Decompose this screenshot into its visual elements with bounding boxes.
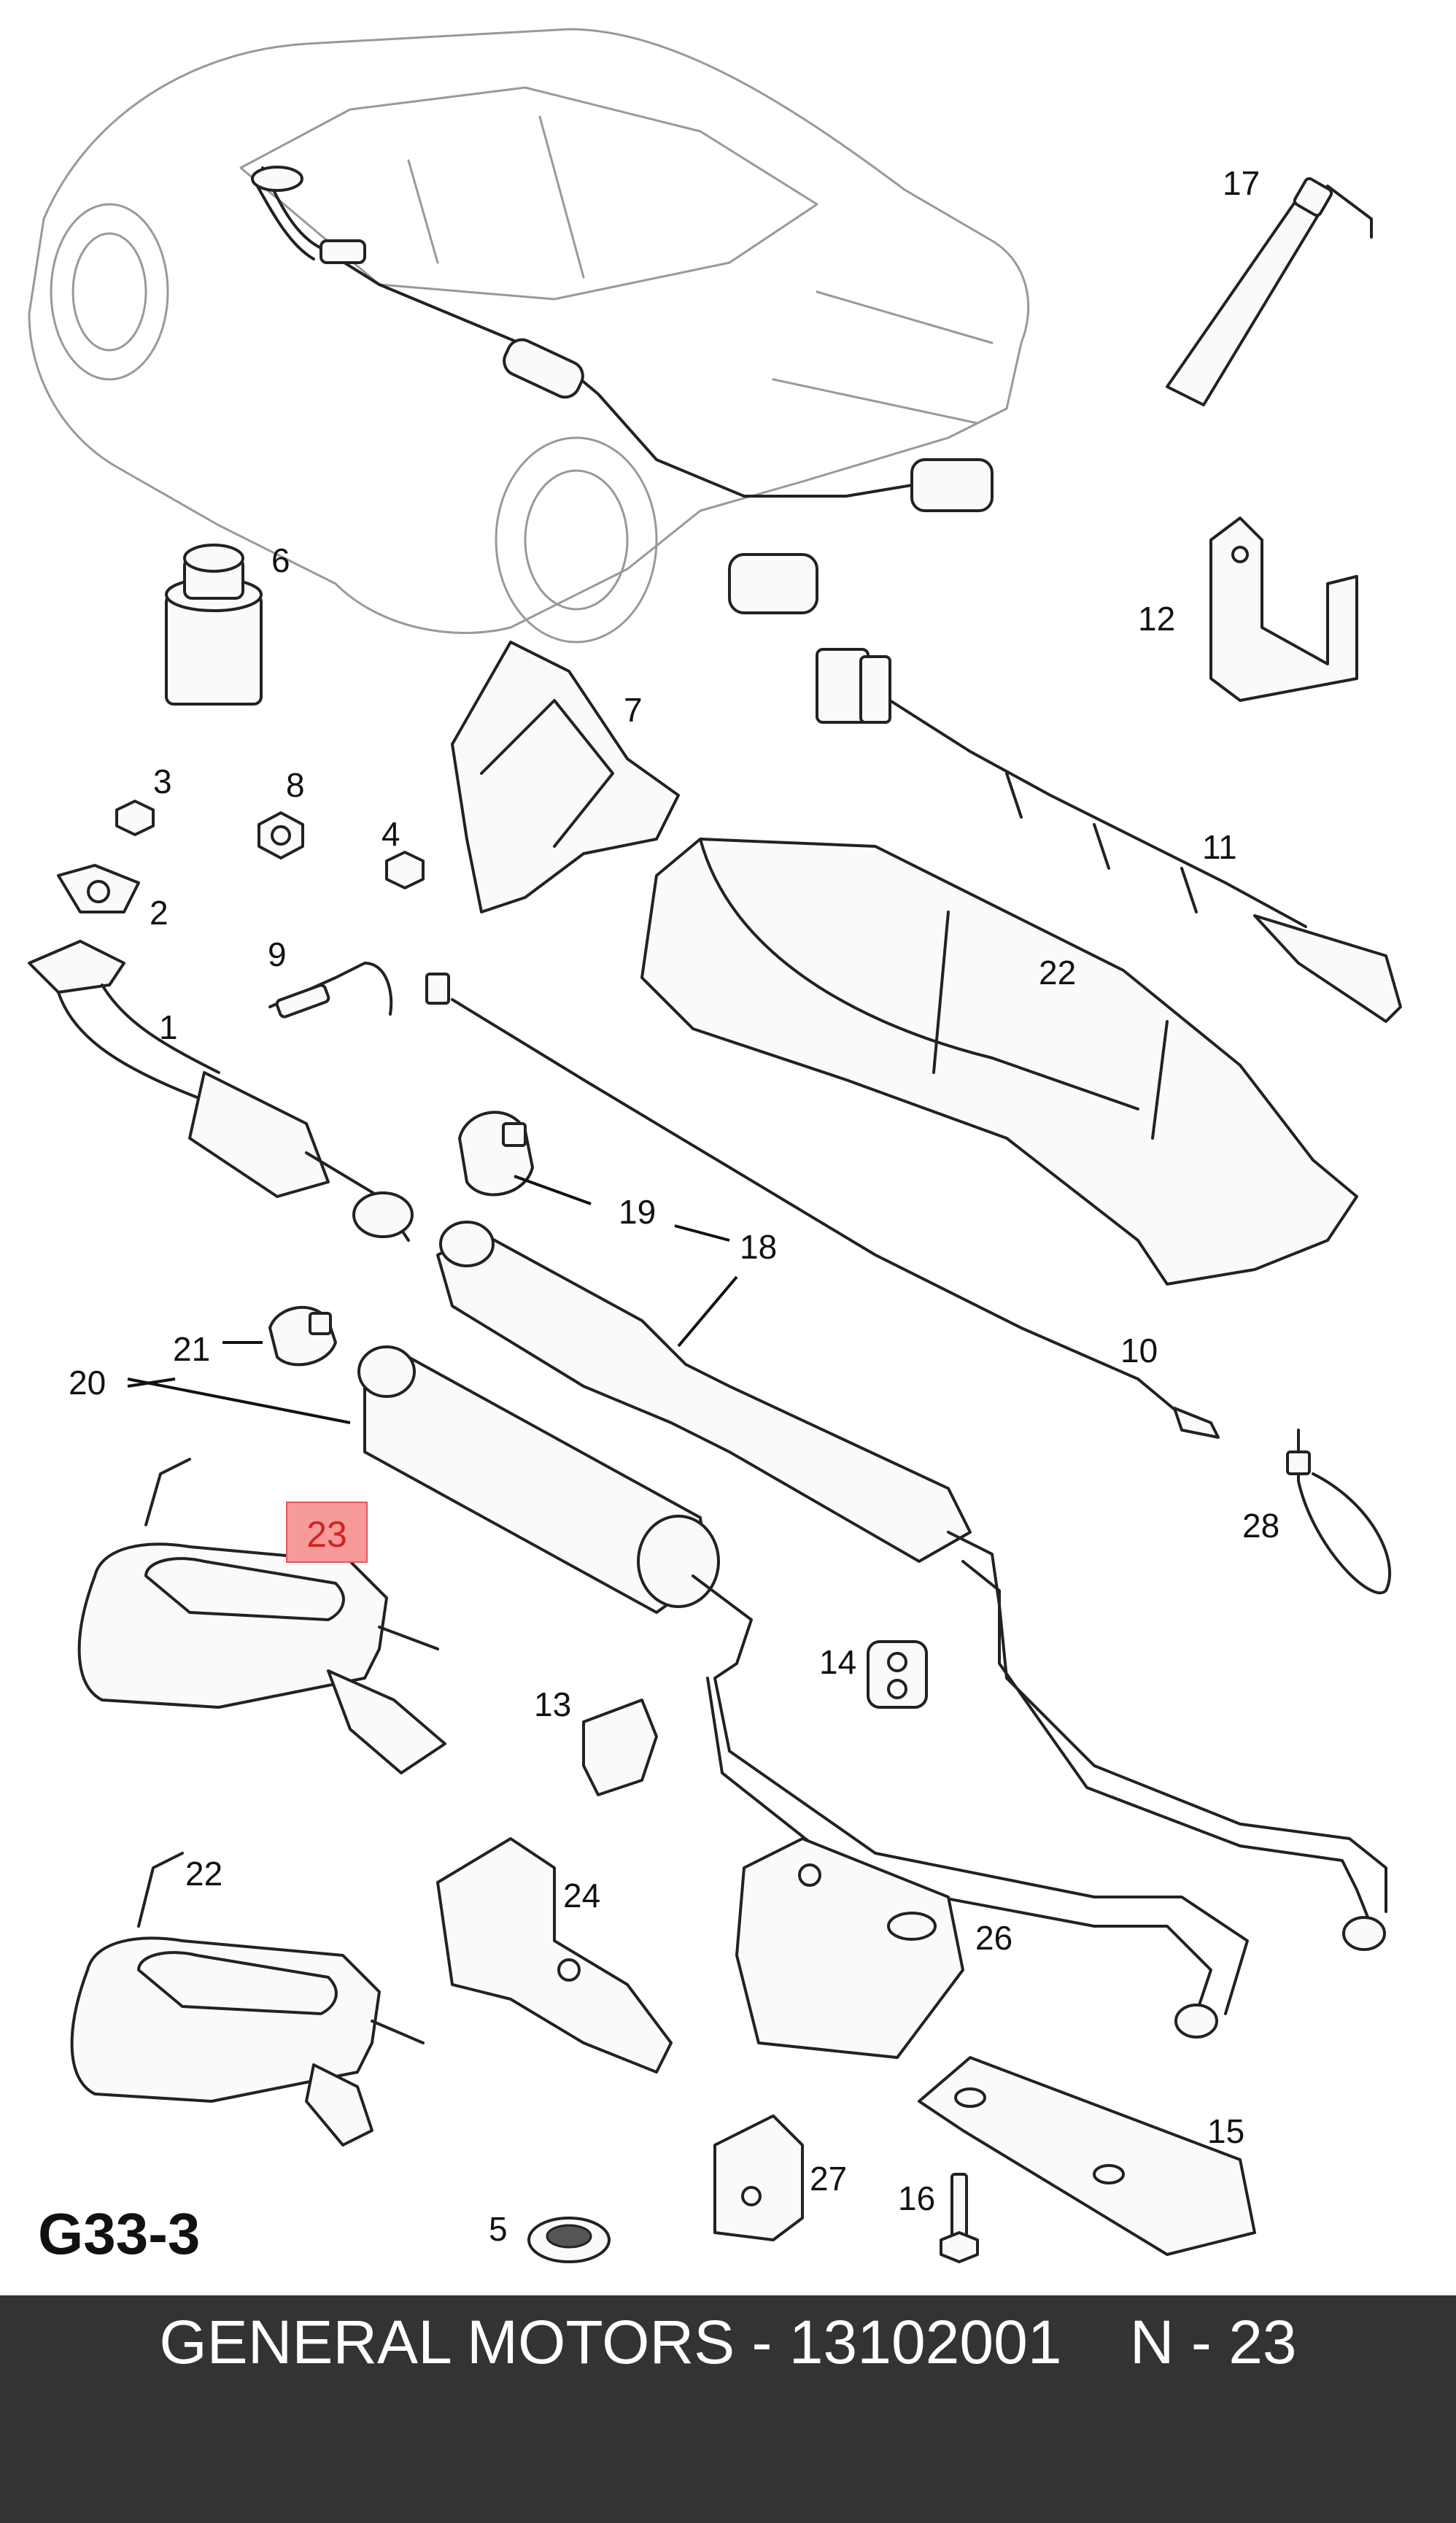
part-label-5: 5 bbox=[489, 2210, 508, 2248]
leader-lines bbox=[127, 1175, 738, 1424]
part-label-11: 11 bbox=[1202, 828, 1237, 866]
exhaust-system-diagram bbox=[28, 28, 1402, 2263]
part-label-17: 17 bbox=[1223, 164, 1261, 202]
part-label-2: 2 bbox=[150, 894, 169, 932]
part-27-clip bbox=[713, 2114, 804, 2241]
part-16-bolt bbox=[940, 2173, 979, 2263]
part-11-sensor-harness bbox=[816, 648, 1402, 1023]
part-label-27: 27 bbox=[810, 2160, 848, 2198]
footer-text: GENERAL MOTORS - 13102001 N - 23 bbox=[159, 2308, 1297, 2376]
part-label-21: 21 bbox=[173, 1330, 211, 1368]
highlighted-part-number: 23 bbox=[306, 1514, 347, 1555]
part-25-bracket bbox=[436, 1837, 673, 2074]
part-5-flange-nut bbox=[527, 2217, 611, 2263]
highlighted-part-label: 23 bbox=[286, 1502, 368, 1563]
part-13-clip bbox=[582, 1699, 658, 1796]
part-24-tunnel-heat-shield bbox=[640, 838, 1358, 1286]
installed-exhaust bbox=[251, 166, 994, 614]
part-label-9: 9 bbox=[268, 935, 287, 973]
part-14-rubber-mount bbox=[867, 1640, 928, 1709]
part-label-28: 28 bbox=[1242, 1507, 1280, 1545]
part-label-4: 4 bbox=[382, 815, 400, 853]
part-10-sensor-wire bbox=[425, 973, 1220, 1439]
part-label-24: 22 bbox=[1039, 954, 1077, 992]
part-label-8: 8 bbox=[286, 766, 305, 804]
part-label-12: 12 bbox=[1138, 600, 1176, 638]
footer-bar bbox=[0, 2295, 1456, 2523]
part-label-15: 15 bbox=[1207, 2112, 1245, 2150]
part-label-3: 3 bbox=[153, 762, 172, 800]
car-outline bbox=[28, 28, 1030, 644]
part-label-14: 14 bbox=[819, 1643, 857, 1681]
part-9-sensor bbox=[268, 962, 393, 1019]
part-12-bracket bbox=[1209, 517, 1358, 702]
diagram-code: G33-3 bbox=[38, 2201, 201, 2266]
part-2-gasket bbox=[57, 864, 140, 913]
part-label-19: 19 bbox=[619, 1193, 657, 1231]
part-label-25: 24 bbox=[563, 1877, 601, 1915]
part-label-16: 16 bbox=[898, 2179, 936, 2217]
part-label-1: 1 bbox=[159, 1008, 178, 1046]
part-20-center-muffler bbox=[357, 1345, 1249, 2039]
part-6-sealant-jar bbox=[165, 544, 263, 706]
part-18-intermediate-pipe bbox=[436, 1221, 1387, 1951]
part-label-10: 10 bbox=[1120, 1332, 1158, 1369]
part-1-front-pipe bbox=[28, 940, 414, 1242]
part-19-clamp bbox=[458, 1110, 534, 1197]
part-21-clamp bbox=[268, 1306, 337, 1367]
part-22-rear-muffler bbox=[70, 1852, 425, 2147]
part-26-heat-shield bbox=[735, 1837, 964, 2059]
part-23-rear-muffler bbox=[77, 1458, 446, 1774]
part-7-heat-shield bbox=[451, 641, 680, 913]
part-28-cable-tie bbox=[1286, 1429, 1391, 1594]
part-17-paste-tube bbox=[1166, 177, 1373, 406]
part-label-13: 13 bbox=[534, 1685, 572, 1723]
nuts-group bbox=[115, 800, 425, 889]
part-label-22: 22 bbox=[185, 1855, 223, 1893]
part-label-26: 26 bbox=[975, 1919, 1013, 1957]
part-label-18: 18 bbox=[740, 1228, 778, 1266]
part-label-20: 20 bbox=[69, 1364, 107, 1402]
part-label-7: 7 bbox=[624, 691, 643, 729]
part-label-6: 6 bbox=[271, 541, 290, 579]
part-15-heat-shield bbox=[918, 2056, 1256, 2256]
